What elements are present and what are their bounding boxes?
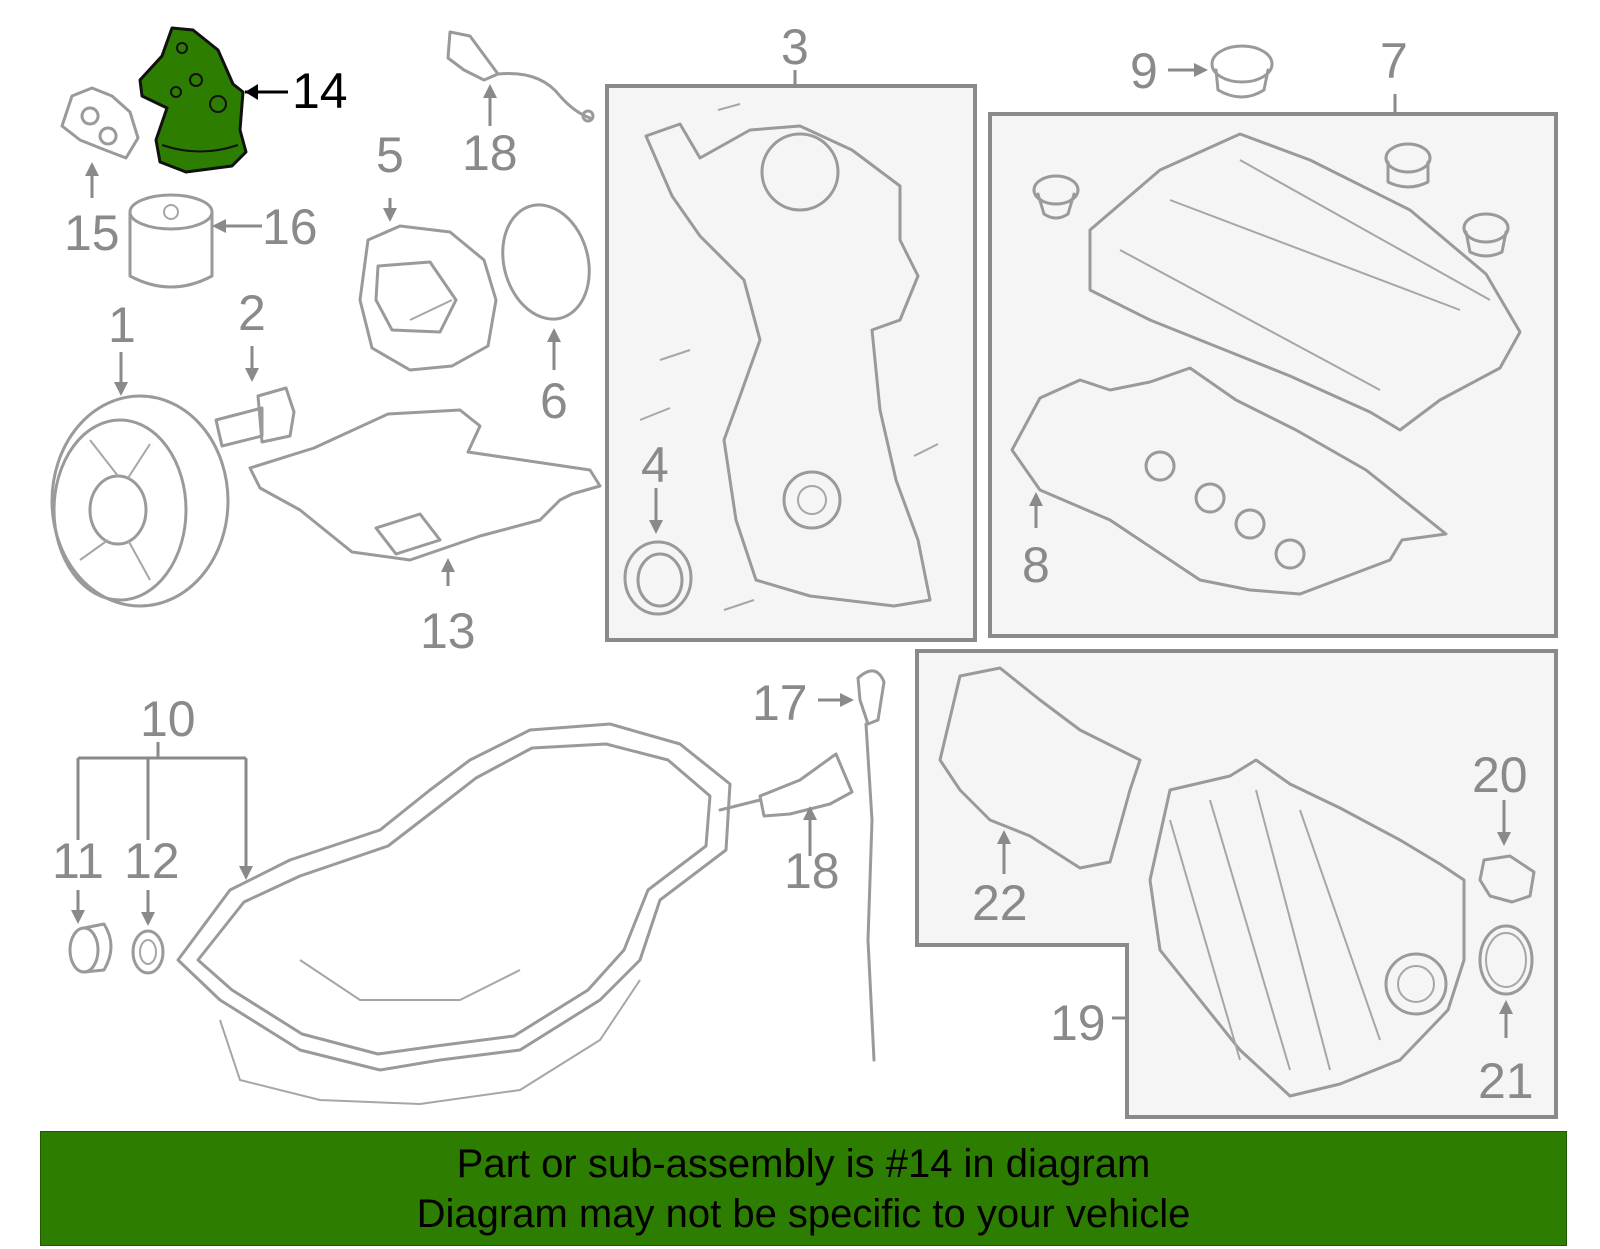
callout-16[interactable]: 16 [262, 199, 318, 255]
callout-12[interactable]: 12 [124, 833, 180, 889]
part-2-bolt[interactable] [214, 386, 296, 448]
callout-14[interactable]: 14 [292, 63, 348, 119]
callout-8[interactable]: 8 [1022, 537, 1050, 593]
callout-9[interactable]: 9 [1130, 43, 1158, 99]
group-box-valve-cover [988, 112, 1558, 638]
part-6-o-ring[interactable] [490, 195, 601, 329]
part-5-water-pump[interactable] [358, 224, 498, 372]
info-banner: Part or sub-assembly is #14 in diagram D… [40, 1131, 1567, 1246]
callout-3[interactable]: 3 [781, 19, 809, 75]
callout-4[interactable]: 4 [641, 437, 669, 493]
part-8-valve-cover-gasket[interactable] [1010, 366, 1448, 596]
callout-17[interactable]: 17 [752, 675, 808, 731]
part-1-crank-pulley[interactable] [50, 394, 230, 608]
part-20-gasket[interactable] [1478, 854, 1536, 904]
part-10-oil-pan[interactable] [176, 722, 732, 1106]
callout-20[interactable]: 20 [1472, 747, 1528, 803]
callout-18-top[interactable]: 18 [462, 125, 518, 181]
callout-6[interactable]: 6 [540, 373, 568, 429]
callout-7[interactable]: 7 [1380, 33, 1408, 89]
part-19-intake-manifold[interactable] [1148, 758, 1466, 1098]
callout-2[interactable]: 2 [238, 285, 266, 341]
part-14-oil-filter-housing[interactable] [138, 26, 248, 174]
banner-line-disclaimer: Diagram may not be specific to your vehi… [416, 1191, 1191, 1236]
group-box-timing-cover [605, 84, 977, 642]
part-17-dipstick[interactable] [856, 669, 886, 1062]
callout-11[interactable]: 11 [52, 833, 104, 889]
callout-22[interactable]: 22 [972, 875, 1028, 931]
part-18-dipstick-tube-top[interactable] [446, 30, 595, 123]
part-9-oil-filler-cap[interactable] [1210, 44, 1274, 99]
leader-lines [71, 63, 1513, 1038]
banner-line-part-number: Part or sub-assembly is #14 in diagram [456, 1141, 1151, 1186]
part-7-valve-cover[interactable] [1032, 132, 1522, 432]
part-16-oil-filter[interactable] [128, 193, 214, 289]
callout-21[interactable]: 21 [1478, 1053, 1534, 1109]
group-box-intake-manifold [915, 649, 1558, 1119]
part-18-dipstick-tube-lower[interactable] [718, 752, 854, 818]
callout-10[interactable]: 10 [140, 691, 196, 747]
part-11-drain-plug[interactable] [68, 922, 113, 974]
part-22-heat-shield[interactable] [938, 666, 1142, 870]
callout-1[interactable]: 1 [108, 297, 136, 353]
part-15-gasket[interactable] [60, 86, 140, 160]
callout-19[interactable]: 19 [1050, 995, 1106, 1051]
callout-5[interactable]: 5 [376, 127, 404, 183]
part-3-timing-cover[interactable] [639, 103, 939, 611]
callout-18-lower[interactable]: 18 [784, 843, 840, 899]
callout-13[interactable]: 13 [420, 603, 476, 659]
part-12-drain-washer[interactable] [131, 929, 165, 975]
part-13-bracket[interactable] [248, 408, 602, 562]
part-21-o-ring[interactable] [1478, 924, 1534, 996]
callout-15[interactable]: 15 [64, 205, 120, 261]
part-4-oil-seal[interactable] [623, 540, 693, 616]
